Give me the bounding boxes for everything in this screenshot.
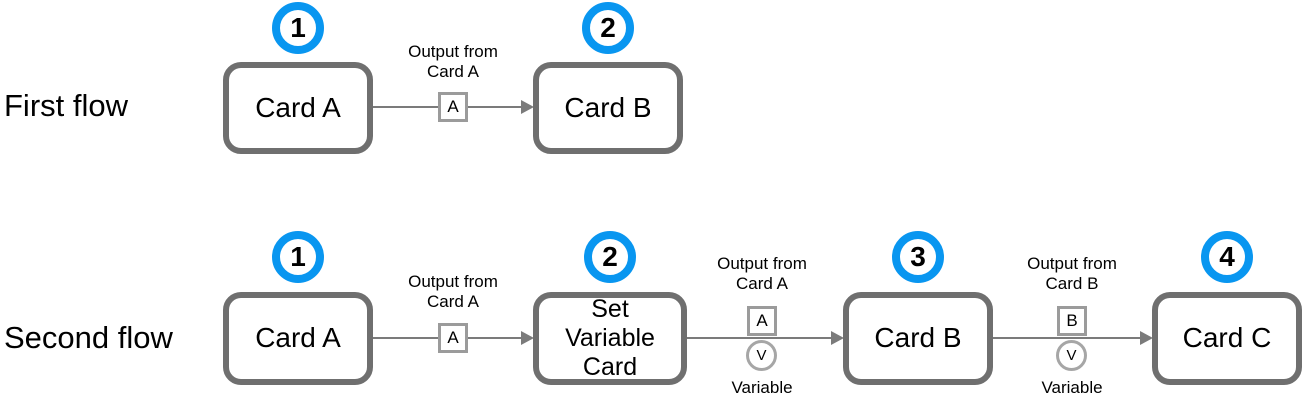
output-tag-letter: B bbox=[1066, 311, 1078, 330]
connector-label-line1: Output from bbox=[1027, 254, 1117, 273]
output-tag-letter: A bbox=[447, 97, 459, 116]
connector-label-line2: Card B bbox=[1045, 274, 1099, 293]
step-badge-1: 1 bbox=[272, 2, 324, 54]
connector-label-line1: Output from bbox=[717, 254, 807, 273]
variable-tag-letter: V bbox=[1066, 347, 1077, 364]
output-tag: B bbox=[1057, 306, 1087, 336]
step-number: 3 bbox=[910, 241, 926, 272]
connector-label: Output from Card B bbox=[1012, 254, 1132, 294]
card-label: Card A bbox=[255, 91, 341, 123]
step-badge-2: 2 bbox=[584, 231, 636, 283]
variable-tag: V bbox=[1056, 340, 1087, 371]
second-flow-label: Second flow bbox=[4, 320, 173, 355]
connector-label-line1: Output from bbox=[408, 272, 498, 291]
variable-label: Variable bbox=[1041, 378, 1103, 397]
step-badge-2: 2 bbox=[582, 2, 634, 54]
step-badge-3: 3 bbox=[892, 231, 944, 283]
connector-line bbox=[687, 337, 831, 339]
arrowhead-icon bbox=[521, 331, 534, 345]
step-badge-1: 1 bbox=[272, 231, 324, 283]
card-label: Card C bbox=[1182, 322, 1272, 354]
output-tag: A bbox=[438, 323, 468, 353]
step-number: 1 bbox=[290, 12, 306, 43]
set-variable-card-node: Set Variable Card bbox=[533, 292, 687, 385]
card-b-node: Card B bbox=[533, 62, 683, 154]
card-label: Card B bbox=[874, 322, 962, 354]
arrowhead-icon bbox=[831, 331, 844, 345]
connector-label-line2: Card A bbox=[427, 292, 479, 311]
output-tag-letter: A bbox=[756, 311, 768, 330]
step-badge-4: 4 bbox=[1201, 231, 1253, 283]
variable-tag: V bbox=[746, 340, 777, 371]
card-label: Card B bbox=[564, 91, 652, 123]
step-number: 2 bbox=[600, 12, 616, 43]
card-label: Card A bbox=[255, 322, 341, 354]
step-number: 1 bbox=[290, 241, 306, 272]
card-b-node: Card B bbox=[843, 292, 993, 385]
arrowhead-icon bbox=[521, 100, 534, 114]
output-tag: A bbox=[747, 306, 777, 336]
connector-label: Output from Card A bbox=[393, 272, 513, 312]
step-number: 2 bbox=[602, 241, 618, 272]
card-a-node: Card A bbox=[223, 292, 373, 385]
connector-label-line1: Output from bbox=[408, 42, 498, 61]
connector-label: Output from Card A bbox=[702, 254, 822, 294]
connector-line bbox=[993, 337, 1140, 339]
output-tag: A bbox=[438, 92, 468, 122]
first-flow-label: First flow bbox=[4, 88, 128, 123]
connector-label-line2: Card A bbox=[736, 274, 788, 293]
connector-label: Output from Card A bbox=[393, 42, 513, 82]
card-label: Set Variable Card bbox=[565, 295, 655, 381]
arrowhead-icon bbox=[1140, 331, 1153, 345]
output-tag-letter: A bbox=[447, 328, 459, 347]
card-c-node: Card C bbox=[1152, 292, 1302, 385]
step-number: 4 bbox=[1219, 241, 1235, 272]
card-a-node: Card A bbox=[223, 62, 373, 154]
connector-label-line2: Card A bbox=[427, 62, 479, 81]
variable-label: Variable bbox=[731, 378, 793, 397]
variable-tag-letter: V bbox=[756, 347, 767, 364]
